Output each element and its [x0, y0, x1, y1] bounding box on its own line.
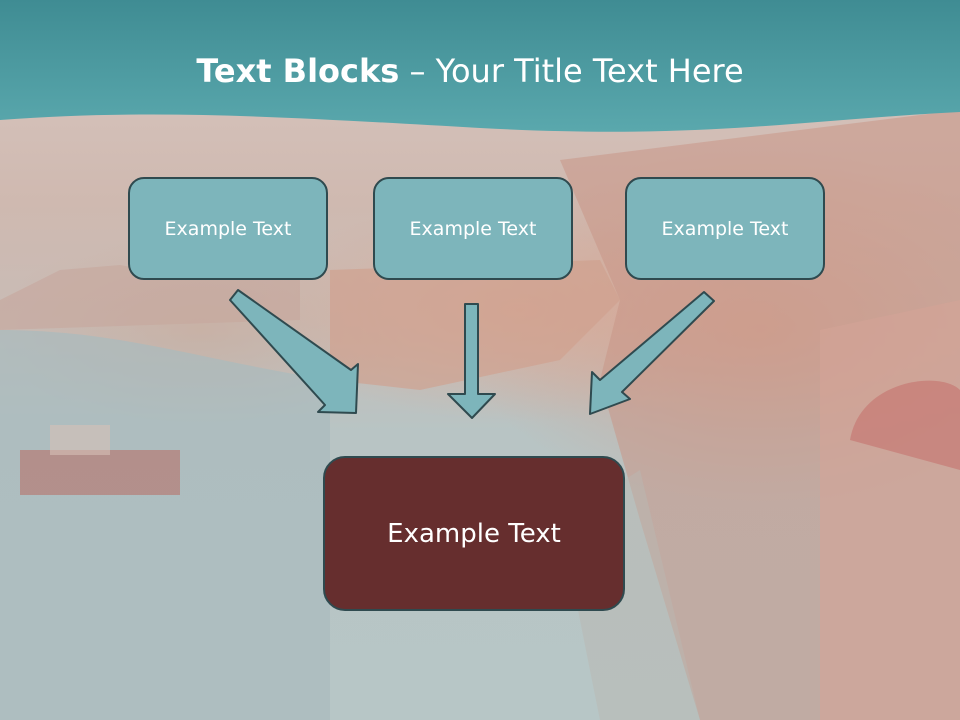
text-block-1[interactable]: Example Text — [128, 177, 328, 280]
main-text-block-label: Example Text — [387, 518, 561, 549]
text-block-1-label: Example Text — [164, 217, 292, 240]
arrow-down-icon — [447, 303, 496, 419]
text-block-3[interactable]: Example Text — [625, 177, 825, 280]
title-rest: Your Title Text Here — [435, 52, 744, 90]
text-block-2[interactable]: Example Text — [373, 177, 573, 280]
text-block-2-label: Example Text — [409, 217, 537, 240]
title-bold: Text Blocks — [196, 52, 400, 90]
main-text-block[interactable]: Example Text — [323, 456, 625, 611]
arrow-right-icon — [589, 291, 715, 415]
text-block-3-label: Example Text — [661, 217, 789, 240]
title-dash: – — [399, 52, 436, 90]
title-banner — [0, 0, 960, 140]
arrow-left-icon — [229, 289, 359, 414]
slide-title: Text Blocks – Your Title Text Here — [0, 52, 940, 90]
